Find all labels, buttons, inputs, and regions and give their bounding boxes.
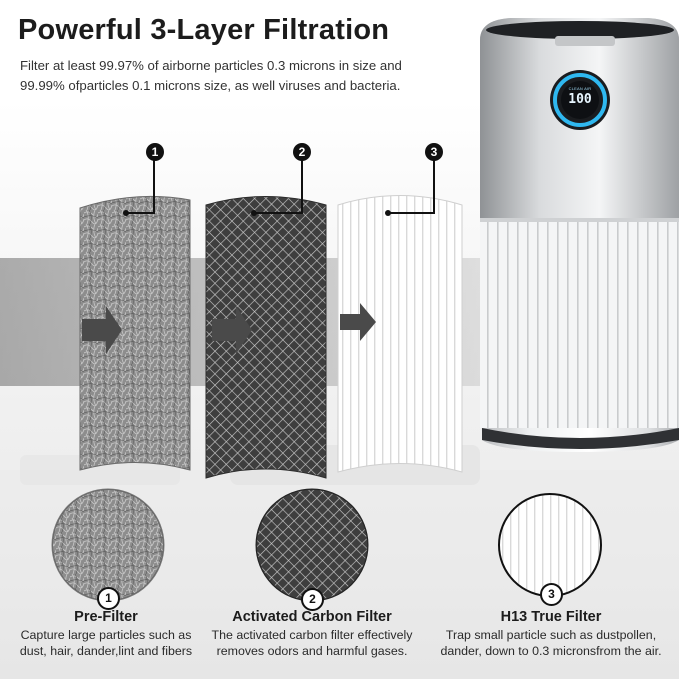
layer-1-name: Pre-Filter [74, 609, 138, 625]
subtitle-line-2: 99.99% ofparticles 0.1 microns size, as … [20, 78, 401, 93]
layer-2-description: The activated carbon filter effectively … [211, 628, 413, 658]
layer-1-caption: Pre-Filter Capture large particles such … [4, 609, 208, 659]
layer-2-caption: Activated Carbon Filter The activated ca… [204, 609, 420, 659]
layer-1-description: Capture large particles such as dust, ha… [19, 628, 193, 658]
swatch-3-badge: 3 [540, 583, 563, 606]
layer-3-name: H13 True Filter [500, 609, 602, 625]
page-title: Powerful 3-Layer Filtration [18, 14, 390, 46]
page-subtitle: Filter at least 99.97% of airborne parti… [20, 56, 480, 96]
carbon-filter-swatch [255, 488, 369, 602]
display-caption: CLEAN AIR [568, 86, 592, 91]
layer-3-badge: 3 [425, 143, 443, 161]
arrow-right-icon [82, 306, 122, 354]
swatch-2-badge: 2 [301, 588, 324, 611]
layer-2-name: Activated Carbon Filter [232, 609, 392, 625]
hepa-filter-swatch [498, 493, 602, 597]
layer-3-caption: H13 True Filter Trap small particle such… [426, 609, 676, 659]
arrow-right-icon [340, 303, 376, 341]
arrow-right-icon [212, 306, 252, 354]
pre-filter-swatch [51, 488, 165, 602]
layer-1-badge: 1 [146, 143, 164, 161]
layer-3-description: Trap small particle such as dustpollen, … [440, 628, 662, 658]
air-purifier-device [480, 18, 679, 452]
subtitle-line-1: Filter at least 99.97% of airborne parti… [20, 58, 402, 73]
layer-2-badge: 2 [293, 143, 311, 161]
display-value: 100 [568, 92, 592, 107]
swatch-1-badge: 1 [97, 587, 120, 610]
